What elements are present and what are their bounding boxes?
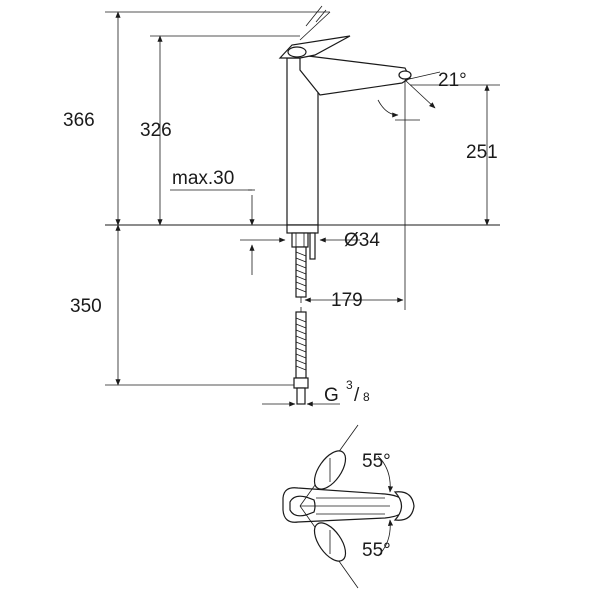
dim-connection-numerator: 3 <box>346 378 353 392</box>
dim-overall-height: 366 <box>63 110 95 131</box>
dim-below-counter: 350 <box>70 296 102 317</box>
dim-lever-angle-top: 55° <box>362 451 391 472</box>
supply-hose <box>262 246 340 407</box>
faucet-body <box>278 35 420 310</box>
dim-connection-slash: / <box>354 385 360 406</box>
spout-angle-marker <box>377 71 441 118</box>
dim-spout-reach: 179 <box>331 290 363 311</box>
plan-view <box>282 424 415 589</box>
dim-connection-g: G <box>324 385 339 406</box>
dim-spout-angle: 21° <box>438 70 467 91</box>
dim-outlet-height: 251 <box>466 142 498 163</box>
lever-rotation-hint <box>299 5 331 41</box>
dim-line-max30 <box>170 189 255 275</box>
shank-assembly <box>240 224 360 260</box>
dim-max-thickness: max.30 <box>172 168 234 189</box>
dim-lever-angle-bottom: 55° <box>362 540 391 561</box>
dim-connection-denominator: 8 <box>363 390 370 404</box>
dim-spout-height: 326 <box>140 120 172 141</box>
dim-diameter: Ø34 <box>344 230 380 251</box>
